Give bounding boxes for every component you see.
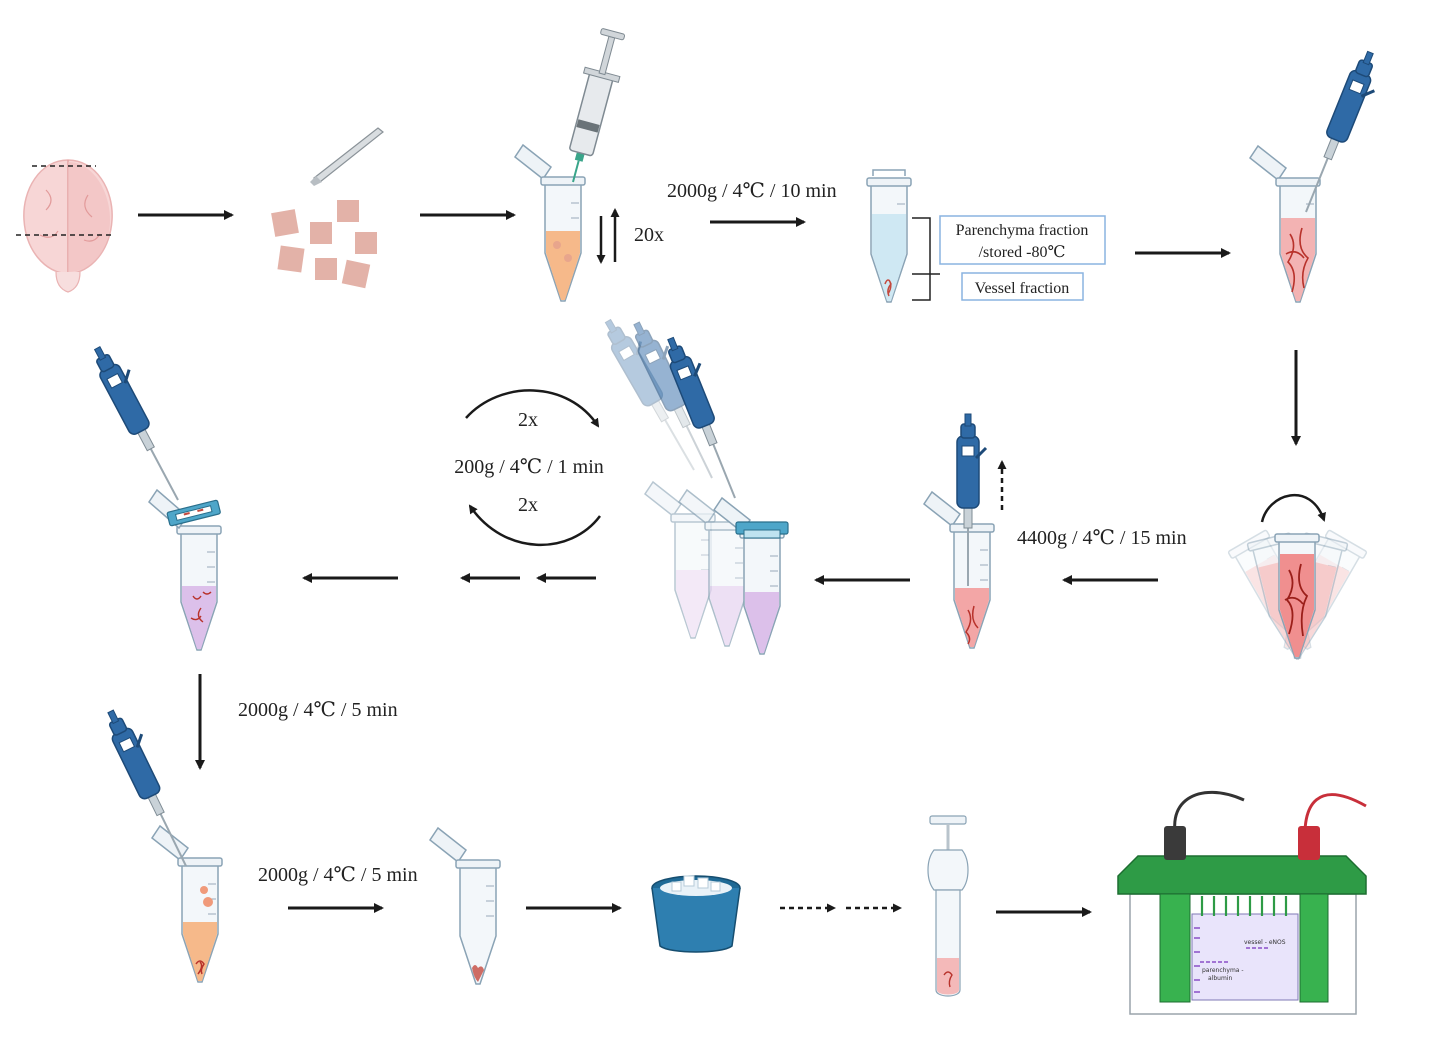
brain-illustration bbox=[16, 159, 113, 293]
cycle-arrow-top bbox=[465, 389, 600, 428]
tube-fractions bbox=[866, 169, 912, 303]
tube-supernatant bbox=[923, 491, 995, 649]
sample-tube-icon bbox=[927, 815, 969, 997]
tubes-filter-group bbox=[644, 481, 789, 655]
rinse-spin-label: 200g / 4℃ / 1 min bbox=[454, 456, 604, 478]
tissue-pieces bbox=[271, 200, 377, 289]
scalpel-icon bbox=[310, 127, 384, 186]
spin4-label: 2000g / 4℃ / 5 min bbox=[258, 864, 418, 886]
tube-resuspend bbox=[1249, 145, 1321, 303]
cycle-arrow-bottom bbox=[468, 504, 601, 546]
tube-final-collect bbox=[151, 825, 223, 983]
gel-parenchyma-band-2: albumin bbox=[1208, 975, 1232, 982]
vessel-box: Vessel fraction bbox=[961, 272, 1084, 301]
vessel-label: Vessel fraction bbox=[975, 280, 1070, 297]
spin2-label: 4400g / 4℃ / 15 min bbox=[1017, 527, 1187, 549]
gel-vessel-band: vessel - eNOS bbox=[1244, 939, 1286, 946]
pipette-icon-4 bbox=[99, 702, 204, 873]
up-down-arrows bbox=[596, 208, 620, 264]
pipette-icon-3 bbox=[86, 338, 196, 507]
parenchyma-box: Parenchyma fraction /stored -80℃ bbox=[939, 215, 1106, 265]
parenchyma-label-line1: Parenchyma fraction bbox=[956, 222, 1089, 239]
tube-homogenize bbox=[514, 144, 586, 302]
gel-electrophoresis-icon: vessel - eNOS parenchyma - albumin bbox=[1117, 790, 1367, 1015]
rotate-arrow bbox=[1260, 493, 1326, 523]
rinse-top-label: 2x bbox=[518, 409, 538, 431]
gel-parenchyma-band-1: parenchyma - bbox=[1202, 967, 1244, 974]
homogenize-reps-label: 20x bbox=[634, 224, 664, 246]
rinse-bottom-label: 2x bbox=[518, 494, 538, 516]
spin3-label: 2000g / 4℃ / 5 min bbox=[238, 699, 398, 721]
tube-pellet bbox=[429, 827, 501, 985]
tube-shaking bbox=[1227, 529, 1368, 665]
syringe-icon bbox=[569, 28, 626, 183]
parenchyma-label-line2: /stored -80℃ bbox=[979, 244, 1066, 261]
pipette-icons-faded bbox=[596, 310, 754, 504]
ice-bucket-icon bbox=[651, 875, 741, 953]
fraction-bracket bbox=[912, 217, 940, 301]
filter-insert-icon bbox=[166, 499, 221, 527]
spin1-label: 2000g / 4℃ / 10 min bbox=[667, 180, 837, 202]
